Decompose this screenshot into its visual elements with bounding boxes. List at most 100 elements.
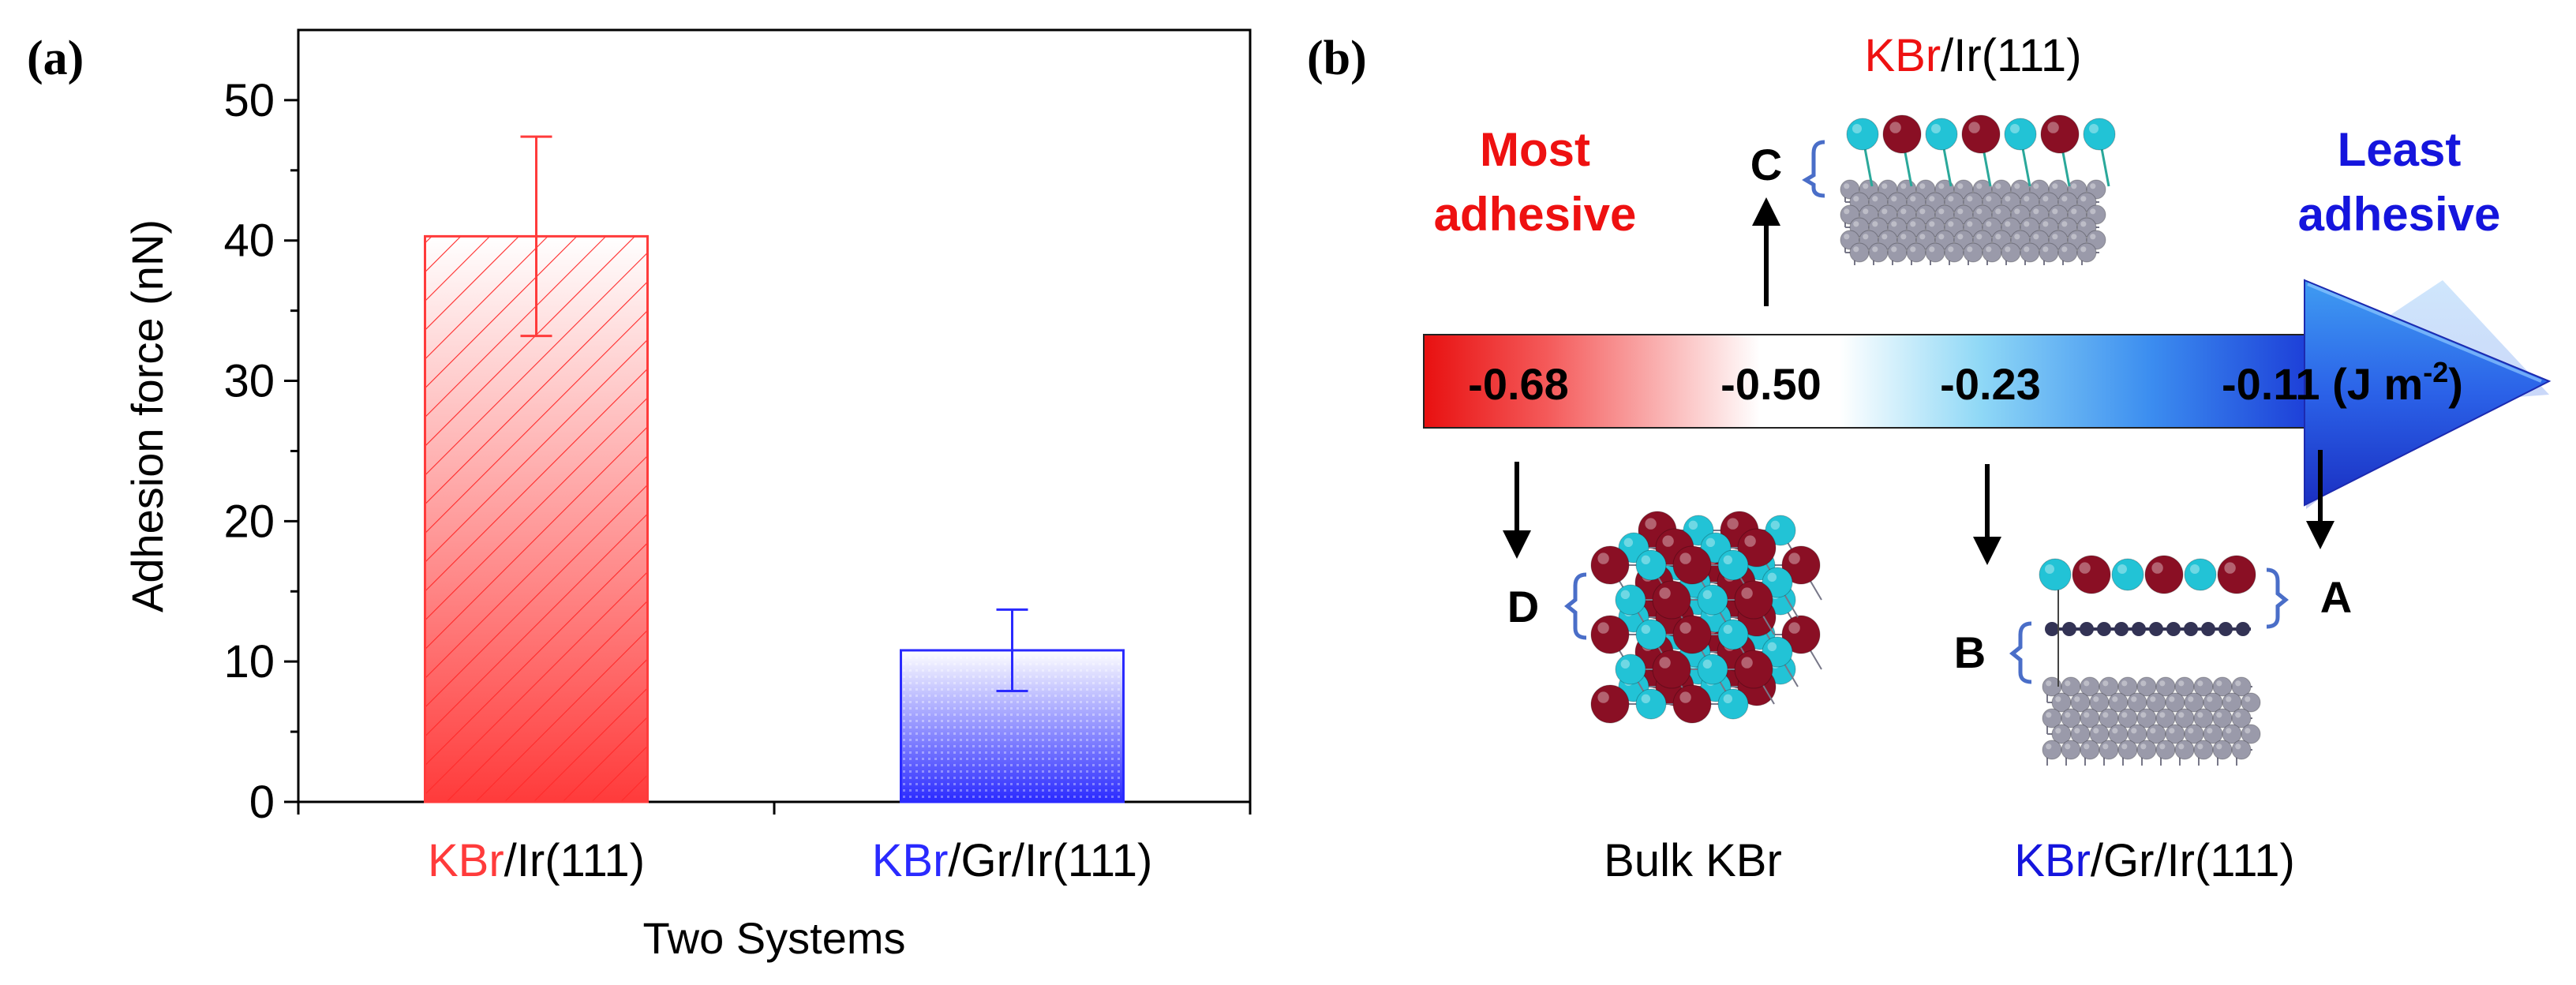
y-axis-label: Adhesion force (nN) <box>122 219 172 612</box>
ir-atom <box>2039 242 2059 263</box>
y-tick-label: 20 <box>223 496 275 547</box>
br-atom <box>2083 118 2116 151</box>
ir-atom <box>1906 242 1926 263</box>
br-atom <box>1615 654 1646 685</box>
c-atom <box>2184 622 2198 636</box>
value-a-with-unit: -0.11 (J m-2) <box>2222 356 2463 409</box>
ir-atom <box>2099 740 2119 760</box>
panel-a-label: (a) <box>27 32 84 85</box>
k-atom <box>1961 114 2001 154</box>
br-atom <box>1717 688 1749 720</box>
x-axis-ticks <box>297 802 1252 815</box>
letter-a: A <box>2320 572 2352 622</box>
letter-c: C <box>1750 140 1782 189</box>
label-bottom-highlight: KBr <box>2014 835 2091 886</box>
y-tick-label: 0 <box>249 777 275 828</box>
c-atom <box>2149 622 2163 636</box>
unit-sup: -2 <box>2423 356 2448 388</box>
error-bars <box>520 135 1028 693</box>
x-category-labels: KBr/Ir(111)KBr/Gr/Ir(111) <box>428 835 1152 886</box>
unit-prefix: (J m <box>2332 359 2423 409</box>
bracket-d <box>1563 572 1587 640</box>
ir-atom <box>2231 740 2252 760</box>
ir-atom <box>2020 242 2040 263</box>
label-bottom-rest: /Gr/Ir(111) <box>2091 835 2295 886</box>
most-adhesive-line1: Most <box>1480 123 1590 176</box>
value-c: -0.50 <box>1720 359 1822 409</box>
ir-atom <box>2061 740 2081 760</box>
k-atom <box>1734 580 1773 620</box>
br-atom <box>1635 619 1667 650</box>
ir-atom <box>1982 242 2002 263</box>
x-tick-label-highlight: KBr <box>872 835 949 886</box>
k-atom <box>1652 650 1691 689</box>
br-atom <box>1762 636 1793 668</box>
br-atom <box>1697 654 1728 685</box>
ir-atom <box>2155 740 2176 760</box>
label-top-highlight: KBr <box>1864 30 1941 81</box>
most-adhesive-line2: adhesive <box>1434 188 1637 241</box>
k-atom <box>1590 545 1630 585</box>
br-atom <box>2004 118 2037 151</box>
value-d: -0.68 <box>1468 359 1569 409</box>
k-atom <box>2072 555 2111 594</box>
br-atom <box>1846 118 1879 151</box>
value-b: -0.23 <box>1940 359 2041 409</box>
k-atom <box>1737 528 1777 567</box>
br-atom <box>2184 558 2217 591</box>
c-atom <box>2218 622 2233 636</box>
letter-d: D <box>1507 582 1539 631</box>
c-atom <box>2045 622 2059 636</box>
label-bulk-kbr: Bulk KBr <box>1604 835 1782 886</box>
ir-atom <box>1944 242 1964 263</box>
k-atom <box>1672 684 1712 724</box>
error-bar <box>520 135 552 338</box>
br-atom <box>1615 584 1646 616</box>
ir-atom <box>2136 740 2157 760</box>
unit-suffix: ) <box>2448 359 2463 409</box>
k-atom <box>1882 114 1922 154</box>
br-atom <box>1717 549 1749 581</box>
ir-atom <box>1963 242 1983 263</box>
bracket-b <box>2009 621 2032 684</box>
least-adhesive-line1: Least <box>2338 123 2462 176</box>
ir-atom <box>2212 740 2233 760</box>
br-atom <box>1635 549 1667 581</box>
k-atom <box>1652 580 1691 620</box>
c-atom <box>2097 622 2111 636</box>
ir-atom <box>2241 724 2261 744</box>
structure-bulk-kbr <box>1590 511 1822 724</box>
x-axis-label: Two Systems <box>643 913 906 963</box>
y-tick-label: 30 <box>223 356 275 407</box>
k-atom <box>2144 555 2184 594</box>
c-atom <box>2114 622 2129 636</box>
bars <box>424 234 1125 803</box>
k-atom <box>1590 615 1630 654</box>
structure-kbr-gr-ir111 <box>2039 555 2261 766</box>
x-tick-label-rest: /Ir(111) <box>504 835 645 886</box>
ir-atom <box>2174 740 2195 760</box>
c-atom <box>2062 622 2076 636</box>
y-tick-label: 10 <box>223 636 275 687</box>
k-atom <box>1590 684 1630 724</box>
br-atom <box>2039 558 2072 591</box>
br-atom <box>1762 567 1793 598</box>
br-atom <box>1765 515 1796 546</box>
k-atom <box>1781 545 1821 585</box>
ir-atom <box>2001 242 2021 263</box>
ir-atom <box>2231 676 2252 697</box>
bracket-a <box>2266 567 2290 629</box>
c-atom <box>2080 622 2094 636</box>
br-atom <box>1717 619 1749 650</box>
value-a: -0.11 <box>2222 359 2320 409</box>
k-atom <box>1672 615 1712 654</box>
ir-atom <box>2193 740 2214 760</box>
x-tick-label-highlight: KBr <box>428 835 504 886</box>
k-atom <box>1781 615 1821 654</box>
adhesion-energy-arrow <box>1423 279 2552 509</box>
k-atom <box>1672 545 1712 585</box>
ir-atom <box>2241 692 2261 713</box>
ir-atom <box>2057 242 2078 263</box>
